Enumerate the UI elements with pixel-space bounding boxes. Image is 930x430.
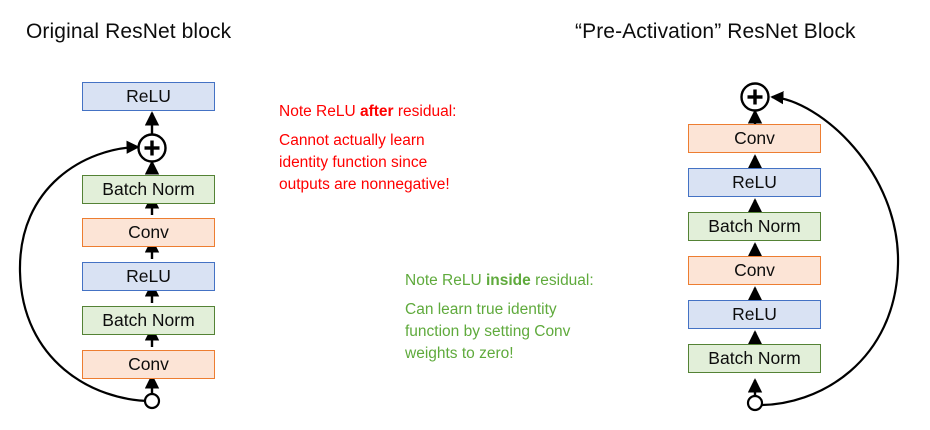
right-node-relu-lower[interactable]: ReLU <box>688 300 821 329</box>
right-input-split-dot <box>746 394 764 412</box>
annotation-red-heading-suffix: residual: <box>393 103 457 120</box>
left-node-relu-top[interactable]: ReLU <box>82 82 215 111</box>
left-node-batchnorm-upper[interactable]: Batch Norm <box>82 175 215 204</box>
right-node-relu-upper[interactable]: ReLU <box>688 168 821 197</box>
right-node-batchnorm-upper[interactable]: Batch Norm <box>688 212 821 241</box>
right-node-conv-upper[interactable]: Conv <box>688 124 821 153</box>
left-node-relu-lower[interactable]: ReLU <box>82 262 215 291</box>
annotation-red-heading-prefix: Note ReLU <box>279 103 360 120</box>
annotation-green-heading-suffix: residual: <box>530 272 594 289</box>
left-node-conv-lower[interactable]: Conv <box>82 350 215 379</box>
annotation-green-body: Can learn true identity function by sett… <box>405 301 571 362</box>
left-input-split-dot <box>143 392 161 410</box>
right-node-conv-lower[interactable]: Conv <box>688 256 821 285</box>
left-node-batchnorm-lower[interactable]: Batch Norm <box>82 306 215 335</box>
page-title-left: Original ResNet block <box>26 20 232 43</box>
left-adder-node <box>137 133 167 163</box>
annotation-green-heading: Note ReLU inside residual: <box>405 248 594 292</box>
annotation-green-heading-prefix: Note ReLU <box>405 272 486 289</box>
right-adder-node <box>740 82 770 112</box>
page-title-right: “Pre-Activation” ResNet Block <box>575 20 856 43</box>
annotation-green-heading-bold: inside <box>485 272 531 289</box>
annotation-red-heading: Note ReLU after residual: <box>279 79 457 123</box>
right-node-batchnorm-lower[interactable]: Batch Norm <box>688 344 821 373</box>
annotation-red-body: Cannot actually learn identity function … <box>279 132 450 193</box>
annotation-red-heading-bold: after <box>359 103 394 120</box>
left-node-conv-upper[interactable]: Conv <box>82 218 215 247</box>
